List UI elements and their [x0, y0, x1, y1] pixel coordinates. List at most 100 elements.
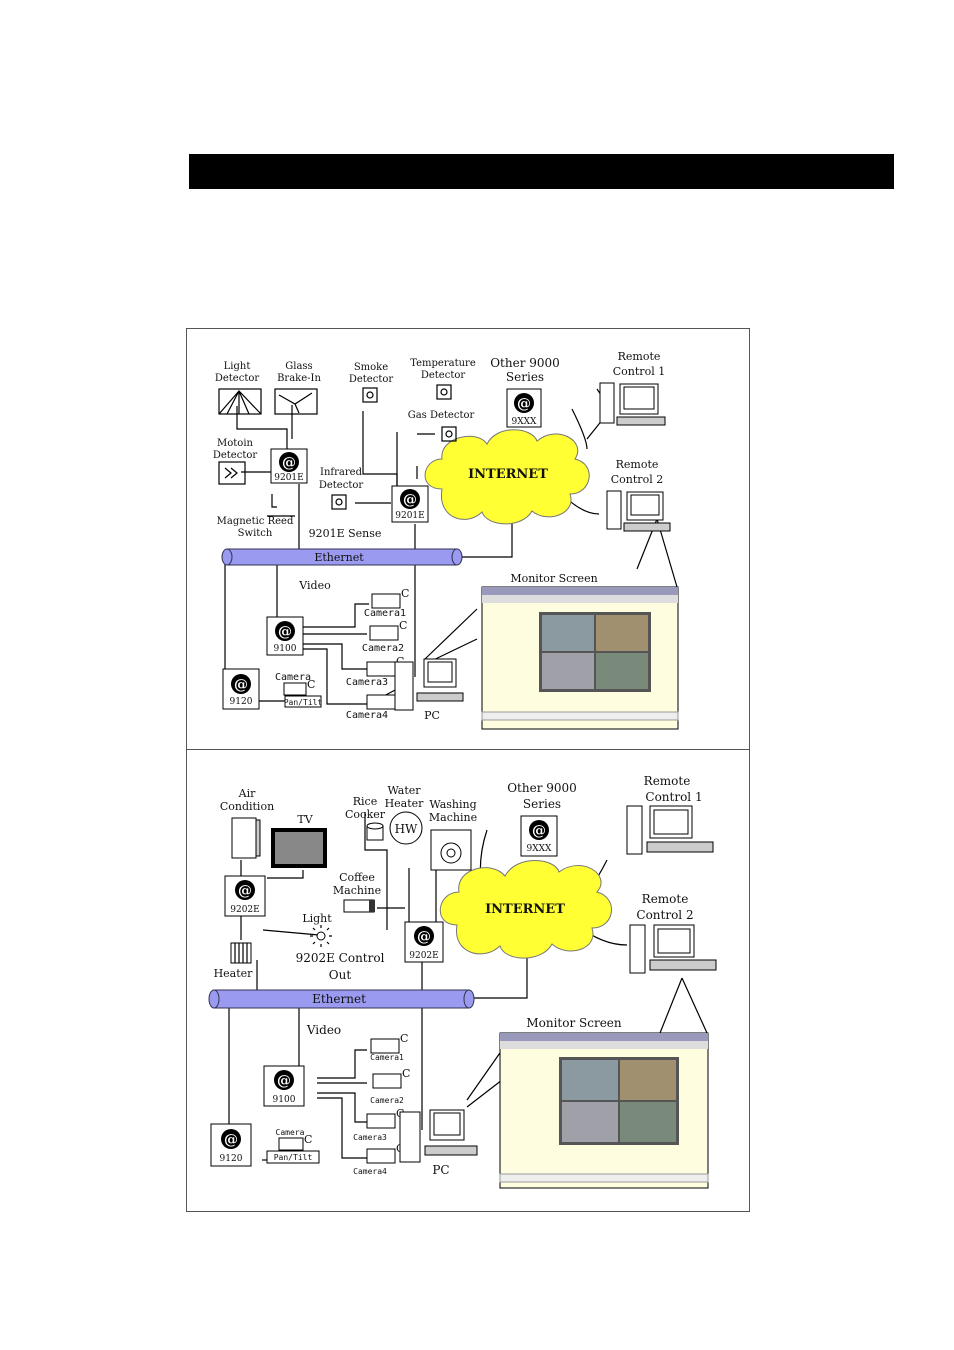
rice-cooker-icon [366, 822, 384, 841]
camera-4-label: Camera4 [346, 710, 388, 721]
svg-text:Control 1: Control 1 [613, 365, 665, 378]
water-heater-icon: HW [389, 811, 423, 845]
svg-text:Detector: Detector [349, 374, 394, 385]
remote-pc-2-icon [606, 490, 671, 532]
svg-text:9XXX: 9XXX [527, 844, 553, 854]
infrared-detector-icon [331, 494, 347, 510]
control-diagram-panel: INTERNET Air Condition TV Rice Cooker Wa… [186, 749, 750, 1212]
remote-control-1-label: Remote [618, 350, 661, 363]
camera-2-icon: C [372, 1067, 410, 1089]
remote-control-2-label: Remote [616, 458, 659, 471]
svg-text:HW: HW [395, 822, 418, 836]
sense-diagram: INTERNET Light Detector Glass Brake-In S… [213, 350, 679, 730]
svg-text:@: @ [517, 396, 531, 412]
svg-text:9201E: 9201E [274, 473, 303, 483]
svg-text:@: @ [532, 823, 546, 839]
pan-tilt-camera-label: Camera [275, 672, 311, 683]
device-9120: @ 9120 [210, 1123, 252, 1167]
svg-text:@: @ [238, 883, 252, 899]
device-9xxx: @ 9XXX [520, 815, 558, 857]
svg-text:Control 2: Control 2 [636, 908, 693, 922]
svg-text:Cooker: Cooker [345, 808, 386, 821]
ethernet-label: Ethernet [314, 551, 364, 564]
pan-tilt-label: Pan/Tilt [274, 1153, 313, 1162]
camera-2-label: Camera2 [370, 1096, 404, 1105]
svg-text:9XXX: 9XXX [512, 417, 538, 427]
device-9202e-a: @ 9202E [224, 875, 266, 917]
device-9xxx: @ 9XXX [506, 388, 542, 428]
motion-detector-icon [218, 461, 246, 485]
camera-3-label: Camera3 [346, 677, 388, 688]
svg-text:C: C [399, 619, 407, 632]
svg-text:@: @ [234, 677, 248, 693]
internet-label: INTERNET [468, 467, 548, 482]
svg-text:Detector: Detector [319, 480, 364, 491]
pc-label: PC [432, 1163, 449, 1177]
camera-4-icon: C [366, 1142, 404, 1164]
remote-pc-2-icon [629, 924, 717, 974]
monitor-screen-label: Monitor Screen [510, 572, 597, 585]
monitor-screen-label: Monitor Screen [526, 1016, 622, 1030]
svg-text:Out: Out [329, 968, 352, 982]
device-9100: @ 9100 [263, 1065, 305, 1107]
monitor-screen-thumbnail [499, 1032, 709, 1189]
sense-label: 9201E Sense [309, 527, 382, 540]
device-9202e-b: @ 9202E [404, 921, 444, 963]
camera-1-label: Camera1 [370, 1053, 404, 1062]
pan-tilt-camera-icon: C [283, 678, 322, 708]
svg-text:Detector: Detector [215, 373, 260, 384]
pc-icon [394, 658, 464, 711]
svg-text:Detector: Detector [213, 450, 258, 461]
pc-icon [399, 1109, 478, 1163]
svg-text:C: C [304, 1133, 312, 1146]
svg-text:C: C [400, 1032, 408, 1045]
infrared-detector-label: Infrared [320, 467, 363, 478]
svg-text:Heater: Heater [385, 797, 425, 810]
camera-1-icon: C [371, 587, 409, 609]
pc-label: PC [424, 709, 440, 722]
camera-1-label: Camera1 [364, 608, 406, 619]
svg-text:9100: 9100 [274, 644, 297, 654]
rice-cooker-label: Rice [353, 795, 377, 808]
svg-text:9202E: 9202E [230, 905, 259, 915]
glass-break-label: Glass [285, 361, 312, 372]
gas-detector-label: Gas Detector [408, 410, 475, 421]
remote-pc-1-icon [599, 382, 666, 426]
svg-text:Machine: Machine [429, 811, 477, 824]
svg-text:Machine: Machine [333, 884, 381, 897]
svg-text:Series: Series [506, 370, 544, 384]
svg-text:Control 2: Control 2 [611, 473, 663, 486]
light-label: Light [302, 912, 332, 925]
svg-text:9201E: 9201E [395, 511, 424, 521]
svg-text:@: @ [282, 455, 296, 471]
svg-text:@: @ [277, 1073, 291, 1089]
internet-cloud: INTERNET [439, 860, 613, 959]
light-bulb-icon [310, 925, 332, 947]
remote-control-1-label: Remote [644, 774, 691, 788]
svg-text:Condition: Condition [220, 800, 274, 813]
device-9201e-a: @ 9201E [270, 448, 308, 484]
light-detector-icon [218, 388, 262, 415]
tv-icon [271, 828, 327, 868]
svg-text:Detector: Detector [421, 370, 466, 381]
svg-text:Series: Series [523, 797, 561, 811]
svg-text:Switch: Switch [238, 528, 273, 539]
air-condition-label: Air [238, 787, 256, 800]
internet-label: INTERNET [485, 902, 565, 917]
svg-text:@: @ [403, 492, 417, 508]
svg-text:@: @ [417, 929, 431, 945]
svg-text:Control 1: Control 1 [645, 790, 702, 804]
other-series-label: Other 9000 [490, 356, 560, 370]
video-label: Video [298, 579, 331, 592]
control-out-label: 9202E Control [296, 951, 385, 965]
device-9100: @ 9100 [266, 616, 304, 656]
heater-label: Heater [214, 967, 254, 980]
svg-text:9120: 9120 [220, 1154, 243, 1164]
washing-machine-icon [430, 829, 472, 871]
wires [228, 812, 708, 1161]
pan-tilt-label: Pan/Tilt [284, 698, 323, 707]
section-title-bar [189, 154, 894, 189]
svg-text:Brake-In: Brake-In [277, 373, 321, 384]
coffee-machine-icon [343, 899, 375, 913]
other-series-label: Other 9000 [507, 781, 577, 795]
